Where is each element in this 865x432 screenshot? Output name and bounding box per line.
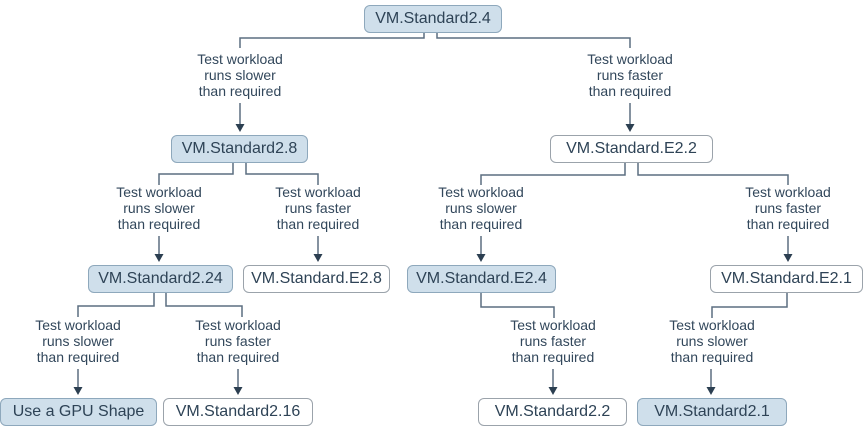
edge-condition-line: than required xyxy=(670,349,754,365)
arrow-head-icon xyxy=(706,387,716,395)
arrow-head-icon xyxy=(625,124,635,132)
edge-condition-line: runs faster xyxy=(596,67,664,83)
edge-condition-line: runs faster xyxy=(519,333,587,349)
node-vm-standard2-2: VM.Standard2.2 xyxy=(478,398,627,426)
edge-condition-line: than required xyxy=(439,216,523,232)
edge-condition-line: Test workload xyxy=(587,51,673,67)
edge-condition-line: runs faster xyxy=(284,200,352,216)
arrow-head-icon xyxy=(783,254,793,262)
arrow-head-icon xyxy=(548,387,558,395)
edge-condition-line: than required xyxy=(746,216,830,232)
arrow-head-icon xyxy=(476,254,486,262)
node-vm-standard2-16: VM.Standard2.16 xyxy=(163,398,313,426)
edge-condition-line: Test workload xyxy=(195,317,281,333)
connector-line xyxy=(77,293,155,317)
node-vm-standard2-8: VM.Standard2.8 xyxy=(171,135,308,163)
edge-condition-line: runs slower xyxy=(123,200,195,216)
arrow-head-icon xyxy=(73,387,83,395)
edge-condition-line: than required xyxy=(117,216,201,232)
arrow-head-icon xyxy=(235,124,245,132)
arrow-head-icon xyxy=(313,254,323,262)
edge-condition-line: Test workload xyxy=(35,317,121,333)
node-vm-standard2-1: VM.Standard2.1 xyxy=(637,398,787,426)
edge-condition-line: runs slower xyxy=(676,333,748,349)
edge-condition-line: runs slower xyxy=(445,200,517,216)
node-vm-standard-e2-2: VM.Standard.E2.2 xyxy=(550,135,713,163)
connector-line xyxy=(158,163,234,185)
node-vm-standard-e2-4: VM.Standard.E2.4 xyxy=(407,265,556,293)
connector-line xyxy=(239,33,425,48)
edge-condition-line: runs faster xyxy=(204,333,272,349)
edge-condition-line: than required xyxy=(588,83,672,99)
edge-condition-line: Test workload xyxy=(438,184,524,200)
connector-line xyxy=(480,293,555,318)
arrow-head-icon xyxy=(154,254,164,262)
edge-condition-line: Test workload xyxy=(669,317,755,333)
connector-line xyxy=(245,163,319,185)
connector-line xyxy=(711,293,788,318)
edge-condition-line: runs faster xyxy=(754,200,822,216)
connector-line xyxy=(436,33,631,48)
edge-condition-line: Test workload xyxy=(116,184,202,200)
connector-line xyxy=(480,163,626,185)
edge-condition-line: than required xyxy=(36,349,120,365)
node-vm-standard2-24: VM.Standard2.24 xyxy=(88,265,233,293)
node-vm-standard-e2-8: VM.Standard.E2.8 xyxy=(243,265,390,293)
edge-condition-line: runs slower xyxy=(204,67,276,83)
edge-condition-line: Test workload xyxy=(197,51,283,67)
node-use-a-gpu-shape: Use a GPU Shape xyxy=(0,398,157,426)
edge-condition-line: Test workload xyxy=(510,317,596,333)
edge-condition-line: Test workload xyxy=(275,184,361,200)
node-vm-standard2-4: VM.Standard2.4 xyxy=(364,5,502,33)
connector-line xyxy=(637,163,789,185)
edge-condition-line: Test workload xyxy=(745,184,831,200)
edge-condition-line: than required xyxy=(198,83,282,99)
connector-line xyxy=(165,293,243,317)
arrow-head-icon xyxy=(233,387,243,395)
node-vm-standard-e2-1: VM.Standard.E2.1 xyxy=(710,265,863,293)
edge-condition-line: than required xyxy=(511,349,595,365)
edge-condition-line: than required xyxy=(276,216,360,232)
edge-condition-line: than required xyxy=(196,349,280,365)
edge-condition-line: runs slower xyxy=(42,333,114,349)
